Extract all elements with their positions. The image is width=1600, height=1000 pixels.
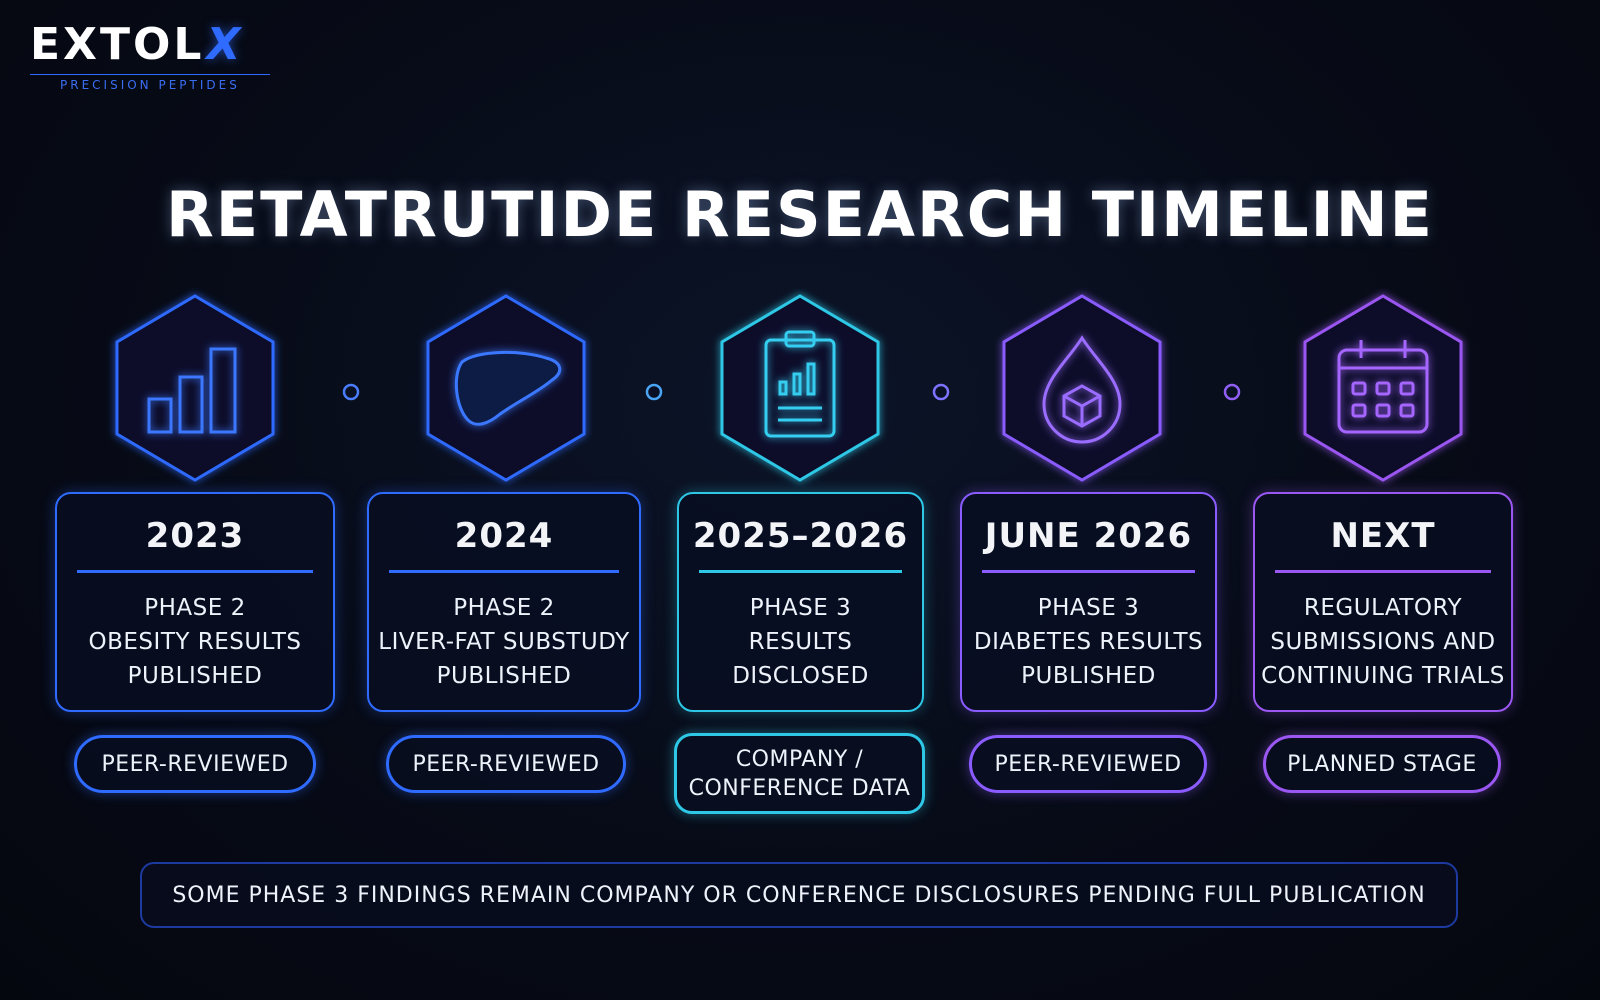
status-badge-label: PEER-REVIEWED xyxy=(994,751,1182,777)
stage-description: PHASE 2 LIVER-FAT SUBSTUDY PUBLISHED xyxy=(369,591,639,693)
stage-desc-line: DISCLOSED xyxy=(732,663,869,689)
calendar-icon xyxy=(1337,340,1429,434)
stage-card-2024: 2024 PHASE 2 LIVER-FAT SUBSTUDY PUBLISHE… xyxy=(367,492,641,712)
stage-year: NEXT xyxy=(1330,516,1436,556)
stage-description: REGULATORY SUBMISSIONS AND CONTINUING TR… xyxy=(1255,591,1511,693)
stage-4-hexagon xyxy=(1002,294,1162,482)
connector-node xyxy=(1223,383,1241,401)
stage-desc-line: CONTINUING TRIALS xyxy=(1261,663,1505,689)
stage-card-next: NEXT REGULATORY SUBMISSIONS AND CONTINUI… xyxy=(1253,492,1513,712)
stage-5-hexagon xyxy=(1303,294,1463,482)
footnote-text: SOME PHASE 3 FINDINGS REMAIN COMPANY OR … xyxy=(172,882,1426,908)
brand-wordmark-text: EXTOL xyxy=(30,19,205,70)
stage-desc-line: PUBLISHED xyxy=(1021,663,1156,689)
stage-desc-line: SUBMISSIONS AND xyxy=(1270,629,1496,655)
stage-year: JUNE 2026 xyxy=(984,516,1193,556)
connector-node xyxy=(932,383,950,401)
stage-year: 2024 xyxy=(454,516,554,556)
status-badge-planned-stage: PLANNED STAGE xyxy=(1263,735,1501,793)
stage-divider xyxy=(1275,570,1491,573)
bar-chart-icon xyxy=(147,347,237,434)
connector-node xyxy=(342,383,360,401)
stage-desc-line: PUBLISHED xyxy=(436,663,572,689)
stage-desc-line: RESULTS xyxy=(748,629,853,655)
status-badge-peer-reviewed: PEER-REVIEWED xyxy=(386,735,626,793)
stage-desc-line: DIABETES RESULTS xyxy=(973,629,1204,655)
status-badge-label: COMPANY / xyxy=(735,746,864,772)
stage-description: PHASE 2 OBESITY RESULTS PUBLISHED xyxy=(57,591,333,693)
stage-desc-line: PHASE 2 xyxy=(144,595,246,621)
footnote-banner: SOME PHASE 3 FINDINGS REMAIN COMPANY OR … xyxy=(140,862,1458,928)
stage-1-hexagon xyxy=(115,294,275,482)
status-badge-peer-reviewed: PEER-REVIEWED xyxy=(74,735,316,793)
page-title: RETATRUTIDE RESEARCH TIMELINE xyxy=(166,178,1434,251)
stage-desc-line: LIVER-FAT SUBSTUDY xyxy=(378,629,630,655)
stage-card-june-2026: JUNE 2026 PHASE 3 DIABETES RESULTS PUBLI… xyxy=(960,492,1217,712)
stage-desc-line: PHASE 2 xyxy=(453,595,555,621)
stage-description: PHASE 3 DIABETES RESULTS PUBLISHED xyxy=(962,591,1215,693)
status-badge-company-conference: COMPANY / CONFERENCE DATA xyxy=(674,733,925,814)
drop-cube-icon xyxy=(1042,335,1122,444)
brand-divider xyxy=(30,74,270,75)
stage-card-2025-2026: 2025–2026 PHASE 3 RESULTS DISCLOSED xyxy=(677,492,924,712)
stage-desc-line: PHASE 3 xyxy=(749,595,852,621)
liver-icon xyxy=(454,350,562,426)
brand-tagline: PRECISION PEPTIDES xyxy=(60,78,240,92)
status-badge-label: CONFERENCE DATA xyxy=(688,775,911,801)
brand-x-mark: X xyxy=(206,19,244,70)
stage-3-hexagon xyxy=(720,294,880,482)
status-badge-label: PLANNED STAGE xyxy=(1287,751,1477,777)
stage-desc-line: PUBLISHED xyxy=(127,663,263,689)
stage-desc-line: OBESITY RESULTS xyxy=(88,629,302,655)
status-badge-peer-reviewed: PEER-REVIEWED xyxy=(969,735,1207,793)
stage-card-2023: 2023 PHASE 2 OBESITY RESULTS PUBLISHED xyxy=(55,492,335,712)
status-badge-label: PEER-REVIEWED xyxy=(101,751,289,777)
stage-2-hexagon xyxy=(426,294,586,482)
stage-year: 2023 xyxy=(145,516,245,556)
stage-desc-line: REGULATORY xyxy=(1303,595,1463,621)
stage-divider xyxy=(699,570,902,573)
stage-divider xyxy=(389,570,619,573)
stage-description: PHASE 3 RESULTS DISCLOSED xyxy=(679,591,922,693)
stage-desc-line: PHASE 3 xyxy=(1037,595,1140,621)
stage-divider xyxy=(982,570,1195,573)
clipboard-chart-icon xyxy=(764,330,836,438)
stage-year: 2025–2026 xyxy=(692,516,909,556)
connector-node xyxy=(645,383,663,401)
stage-divider xyxy=(77,570,313,573)
status-badge-label: PEER-REVIEWED xyxy=(412,751,600,777)
